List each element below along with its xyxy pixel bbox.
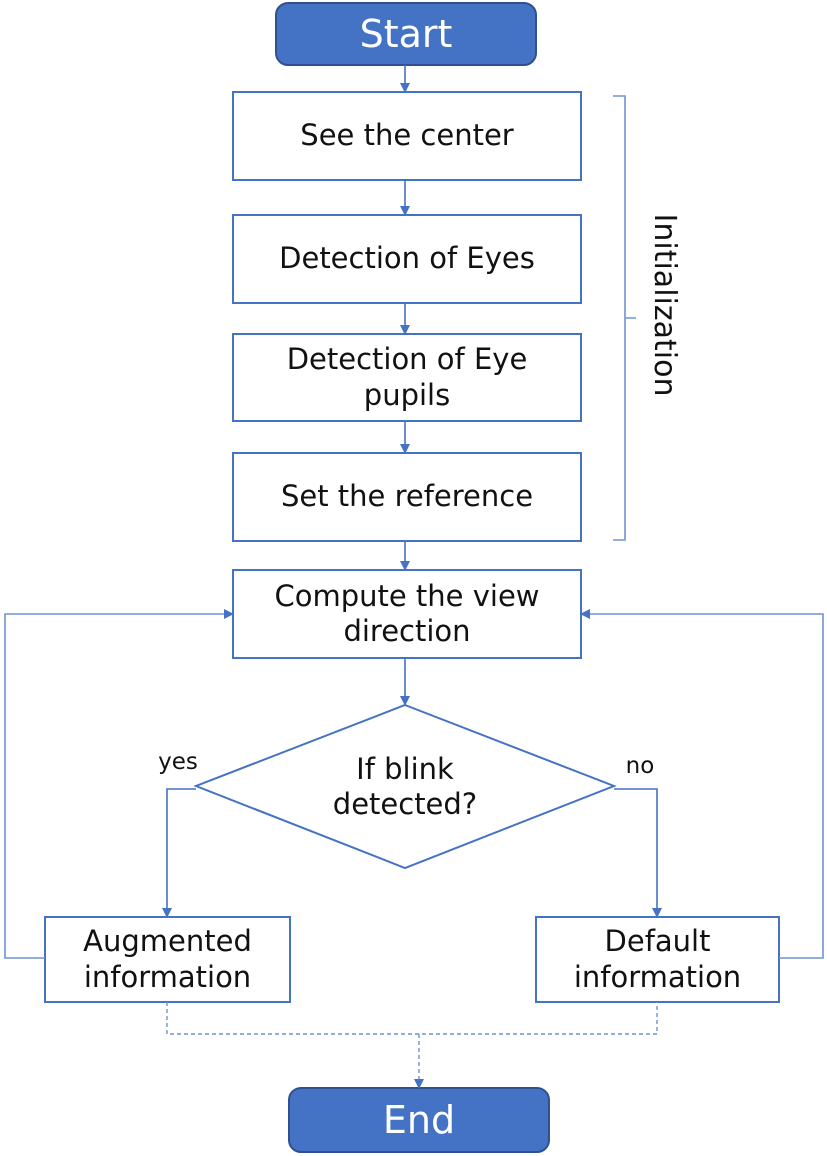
compute-view-box (232, 569, 582, 659)
dashed-merge-line (166, 1002, 658, 1035)
default-label: Default information (573, 924, 742, 994)
blink-decision-label: If blink detected? (332, 751, 478, 821)
set-reference-label: Set the reference (280, 479, 534, 514)
start-label: Start (359, 11, 453, 56)
loop-default-to-compute (580, 609, 824, 959)
augmented-label: Augmented information (83, 924, 252, 994)
detect-eyes-box (232, 214, 582, 304)
loop-augmented-to-compute (4, 609, 234, 959)
detect-pupils-label: Detection of Eye pupils (286, 342, 528, 412)
yes-edge-label: yes (158, 748, 198, 775)
initialization-bracket (613, 95, 636, 541)
see-center-label: See the center (300, 118, 514, 153)
arrow-no-branch (614, 788, 662, 918)
blink-decision-diamond (193, 703, 617, 870)
detect-eyes-label: Detection of Eyes (279, 241, 535, 276)
compute-view-label: Compute the view direction (274, 578, 540, 648)
see-center-box (232, 91, 582, 181)
default-box (535, 916, 780, 1003)
detect-pupils-box (232, 333, 582, 422)
arrow-yes-branch (162, 788, 196, 918)
no-edge-label: no (625, 752, 655, 779)
augmented-box (44, 916, 291, 1003)
end-label: End (382, 1097, 456, 1142)
initialization-label: Initialization (647, 213, 683, 397)
start-terminal (275, 2, 537, 66)
